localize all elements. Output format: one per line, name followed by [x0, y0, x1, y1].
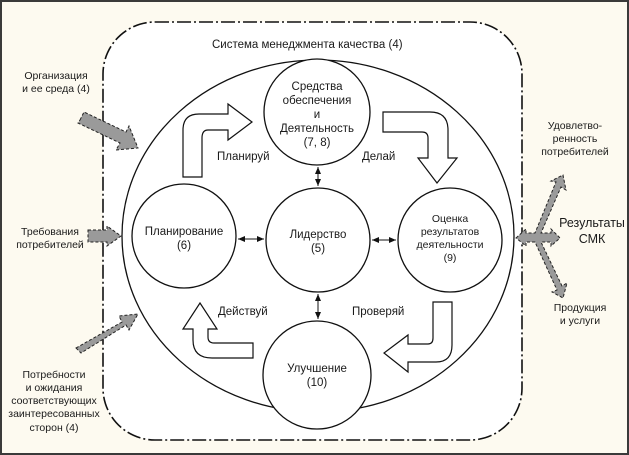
cycle-do-label: Делай [362, 151, 396, 163]
plan-arrow-icon [182, 102, 253, 178]
input-label-needs-line: Потребности [22, 369, 86, 381]
node-support-line: Средства [291, 81, 343, 93]
input-label-org: Организация и ее среда (4) [16, 70, 96, 96]
node-leadership-circle [265, 187, 371, 293]
node-support-line: обеспечения [282, 95, 352, 108]
node-improvement-line: Улучшение [287, 363, 347, 375]
cycle-plan-label: Планируй [217, 151, 270, 163]
node-planning-circle [131, 183, 237, 289]
output-label-satisfaction-line: потребителей [541, 146, 609, 159]
input-arrow-needs-icon [75, 313, 139, 354]
node-improvement-circle [262, 320, 372, 430]
output-label-products: Продукция и услуги [540, 302, 620, 328]
node-support-circle [263, 58, 371, 166]
node-planning-line: (6) [176, 240, 192, 253]
input-label-needs-line: и ожидания [25, 382, 83, 395]
node-evaluation-line: Оценка [431, 213, 469, 225]
node-evaluation-circle [397, 187, 503, 293]
do-arrow-icon [382, 111, 459, 184]
output-label-products-line: Продукция [553, 302, 607, 314]
output-label-satisfaction: Удовлетво- ренность потребителей [530, 120, 620, 159]
node-evaluation-line: (9) [443, 252, 457, 265]
input-arrow-requirements-icon [87, 225, 122, 247]
node-leadership-label: Лидерство (5) [268, 228, 368, 257]
input-label-requirements-line: Требования [21, 226, 79, 238]
node-planning-line: Планирование [144, 226, 224, 238]
input-label-requirements: Требования потребителей [10, 226, 90, 252]
output-label-results-line: СМК [578, 231, 606, 246]
diagram-title: Система менеджмента качества (4) [212, 39, 403, 51]
cycle-act-label: Действуй [218, 306, 268, 318]
node-leadership-line: Лидерство [289, 229, 347, 241]
input-label-needs: Потребности и ожидания соответствующих з… [4, 369, 104, 435]
input-arrow-org-icon [77, 111, 139, 151]
cycle-check-label: Проверяй [352, 306, 405, 318]
node-evaluation-line: деятельности [416, 239, 484, 252]
node-leadership-line: (5) [310, 243, 326, 256]
node-support-line: Деятельность [279, 123, 355, 136]
output-label-satisfaction-line: Удовлетво- [547, 120, 603, 132]
node-improvement-label: Улучшение (10) [267, 362, 367, 391]
input-label-needs-line: сторон (4) [29, 421, 79, 434]
input-label-needs-line: заинтересованных [8, 408, 100, 421]
node-improvement-line: (10) [306, 377, 328, 390]
node-support-line: и [313, 109, 321, 122]
node-support-line: (7, 8) [303, 137, 331, 150]
node-planning-label: Планирование (6) [134, 225, 234, 254]
output-label-results-line: Результаты [559, 216, 625, 230]
output-arrows-icon [515, 174, 568, 299]
input-label-org-line: и ее среда (4) [22, 83, 90, 96]
input-label-org-line: Организация [24, 70, 88, 82]
node-evaluation-line: результатов [420, 226, 480, 239]
check-arrow-icon [383, 301, 453, 374]
node-evaluation-label: Оценка результатов деятельности (9) [400, 213, 500, 266]
output-label-satisfaction-line: ренность [552, 133, 598, 146]
output-label-results: Результаты СМК [555, 216, 629, 247]
input-label-requirements-line: потребителей [16, 239, 84, 252]
output-label-products-line: и услуги [559, 315, 601, 328]
node-support-label: Средства обеспечения и Деятельность (7, … [264, 80, 370, 150]
act-arrow-icon [181, 301, 254, 359]
input-label-needs-line: соответствующих [11, 395, 97, 408]
